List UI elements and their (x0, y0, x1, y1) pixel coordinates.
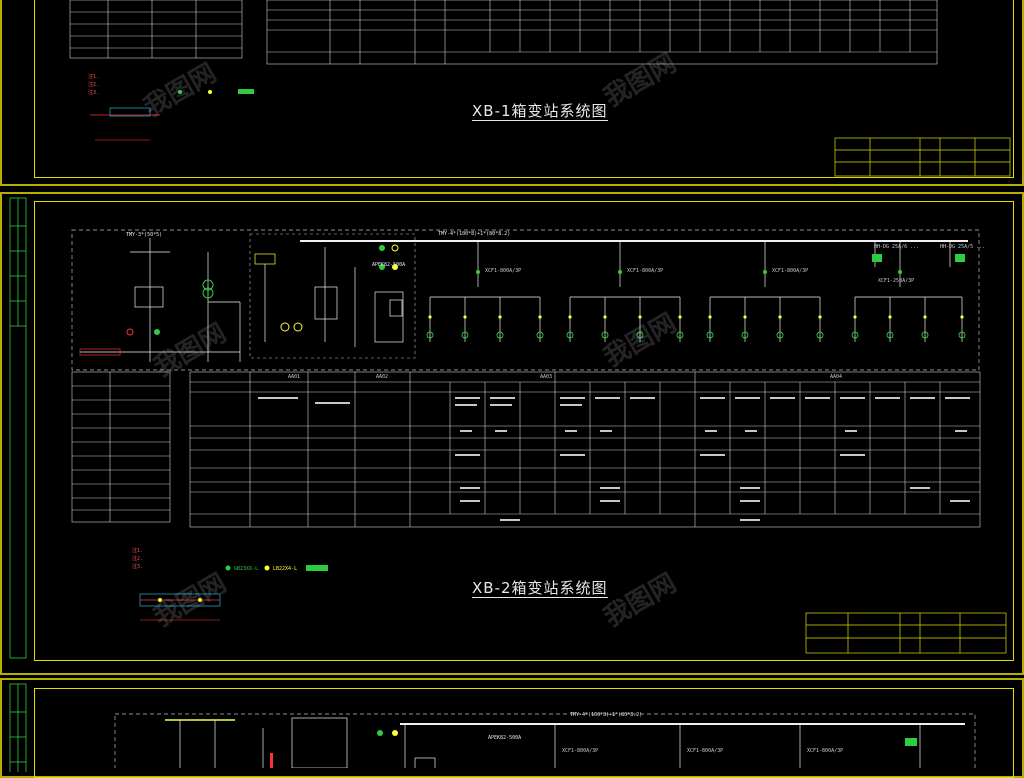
sheet-2-diagram: 注1. 注2. 注3. GB23XX-L LB22X4-L (71, 229, 1007, 654)
transformer-label: TMY-3*(50*5) (126, 232, 163, 238)
svg-text:LB22X4-L: LB22X4-L (273, 566, 297, 572)
binding-strip (9, 197, 27, 659)
busbar-label: TMY-4*(100*8)+1*(80*8.2) (438, 231, 511, 237)
binding-strip-3 (9, 683, 27, 772)
breaker-label-3: XCF1-800A/3P (772, 268, 809, 274)
breaker-label-4: XCF1-250A/3P (878, 278, 915, 284)
cabinet-header-1: AA01 (288, 374, 301, 380)
sheet-3-breaker-1: XCF1-800A/3P (562, 748, 599, 754)
breaker-label-2: XCF1-800A/3P (627, 268, 664, 274)
sheet-1 (0, 0, 1024, 186)
sheet-3-diagram (114, 713, 976, 768)
sheet-2-title: XB-2箱变站系统图 (472, 579, 608, 598)
sheet-3-spd-label: APEK82-500A (488, 735, 522, 741)
sheet-1-drawing: 注1. 注2. 注3. (69, 0, 1011, 177)
sheet-3-breaker-3: XCF1-800A/3P (807, 748, 844, 754)
sheet-2 (0, 192, 1024, 675)
svg-text:GB23XX-L: GB23XX-L (234, 566, 258, 572)
sheet-1-title: XB-1箱变站系统图 (472, 102, 608, 121)
svg-text:注2.: 注2. (88, 81, 99, 88)
svg-text:注1.: 注1. (88, 73, 99, 80)
right-feeder-2: HH-DG 25A/5 ... (940, 244, 986, 250)
sheet-1-frame (34, 0, 1014, 178)
breaker-label-1: XCF1-800A/3P (485, 268, 522, 274)
note-2: 注2. (132, 555, 143, 562)
svg-text:注3.: 注3. (88, 89, 99, 96)
cabinet-header-4: AA04 (830, 374, 843, 380)
sheet-3-breaker-2: XCF1-800A/3P (687, 748, 724, 754)
spd-label: APEK82-500A (372, 262, 406, 268)
right-feeder-1: HH-DG 25A/6 ... (874, 244, 920, 250)
note-3: 注3. (132, 563, 143, 570)
cabinet-header-2: AA02 (376, 374, 389, 380)
sheet-3-busbar-label: TMY-4*(100*8)+1*(80*8.2) (570, 712, 643, 718)
note-1: 注1. (132, 547, 143, 554)
cabinet-header-3: AA03 (540, 374, 553, 380)
sheet-2-frame (34, 201, 1014, 661)
